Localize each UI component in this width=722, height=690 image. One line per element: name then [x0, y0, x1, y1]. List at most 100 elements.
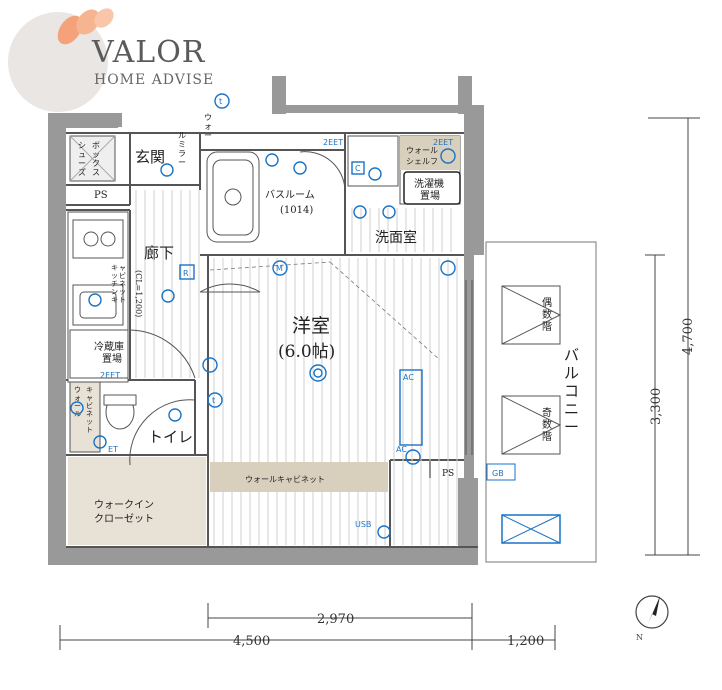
et-label: ET [108, 445, 118, 454]
light-icon [161, 289, 175, 303]
dim-width-total: 4,500 [233, 634, 270, 649]
balcony-char: ニ [564, 400, 579, 418]
wall-cabinet-area [210, 462, 388, 492]
logo-petal-icon [76, 9, 100, 35]
switch-icon [440, 260, 456, 276]
even-floor-char: 数 [542, 308, 552, 321]
light-icon [88, 293, 102, 307]
light-icon [382, 205, 396, 219]
kitchen-cabinet-char: ャ [119, 264, 126, 272]
ceiling-light-icon [309, 364, 327, 382]
wall-cabinet-char: ャ [86, 394, 93, 402]
logo-petal-icon [94, 8, 114, 28]
balcony-area [485, 241, 597, 563]
sink-basin-icon [79, 291, 117, 319]
wall-cabinet-char: キ [86, 386, 93, 394]
odd-floor-label: 奇数階 [542, 406, 552, 443]
gb-badge: GB [486, 463, 516, 481]
kitchen-cabinet-char: ト [119, 296, 126, 304]
switch-icon [70, 401, 84, 415]
hallway-label: 廊下 [144, 244, 174, 262]
odd-floor-hatch [501, 395, 562, 455]
vanity-icon [347, 135, 399, 187]
drain-icon [224, 188, 242, 206]
dim-width-balcony: 1,200 [507, 634, 544, 649]
intercom-label: t [212, 396, 215, 405]
fridge-area [69, 329, 129, 379]
wall-mirror-char: ル [178, 131, 186, 140]
dimension-lines [59, 117, 700, 650]
c-outlet-label: C [355, 164, 361, 173]
shoes-box-char: ク [92, 159, 100, 168]
wall-shelf [400, 136, 460, 170]
r-outlet-icon [179, 264, 195, 280]
c-outlet-icon [351, 161, 365, 175]
washer-label-2: 置場 [420, 189, 440, 202]
wall-cabinet-char: ォ [74, 394, 81, 402]
intercom-label: t [219, 97, 222, 106]
odd-floor-char: 奇 [542, 406, 552, 419]
toilet-tank-icon [103, 394, 137, 406]
outlet-2eet-label: 2EET [100, 371, 120, 380]
shoes-box-char: ー [78, 159, 86, 168]
bath-label-2: (1014) [280, 205, 313, 216]
kitchen-cabinet-char: ビ [119, 271, 126, 280]
dim-height-inner: 3,300 [649, 388, 664, 425]
wall-cabinet-char: ウ [74, 386, 81, 394]
shoes-box-char: ボ [92, 141, 100, 150]
outer-walls [48, 76, 484, 565]
shoes-box-char: ッ [92, 150, 100, 159]
wall-shelf-label-2: シェルフ [406, 157, 438, 166]
gb-label: GB [492, 469, 504, 478]
logo-subtitle: HOME ADVISE [94, 72, 214, 88]
western-room-label-2: (6.0帖) [278, 342, 335, 362]
door-swings [129, 151, 346, 466]
r-outlet-label: R [183, 269, 189, 278]
intercom-icon [214, 93, 230, 109]
toilet-label: トイレ [148, 428, 193, 446]
logo-circle [8, 12, 108, 112]
equipment-symbols: t t R M USB AC AC 2EET 2EET 2EET ET C [70, 93, 456, 539]
dim-height-total: 4,700 [681, 318, 696, 355]
washer-box [403, 171, 461, 205]
wall-cabinet-char: ネ [86, 410, 93, 418]
light-icon [293, 161, 307, 175]
wall-mirror-char: ウ [204, 113, 212, 122]
bathtub-icon [206, 151, 260, 243]
outdoor-unit-icon [501, 514, 561, 544]
intercom-icon [207, 392, 223, 408]
outlet-2eet-label: 2EET [433, 138, 453, 147]
balcony-char: バ [564, 346, 579, 364]
balcony-char: コ [564, 382, 579, 400]
light-icon [353, 205, 367, 219]
shoes-box-char: シ [78, 141, 86, 150]
switch-icon [405, 449, 421, 465]
switch-icon [93, 435, 107, 449]
m-outlet-label: M [276, 264, 283, 273]
burner-icon [100, 231, 116, 247]
kitchen-cabinet-char: キ [111, 264, 118, 272]
burner-icon [83, 231, 99, 247]
kitchen-cabinet-char: ッ [119, 288, 126, 296]
kitchen-cabinet-char: ン [111, 288, 118, 296]
shoes-box-diagonal [69, 135, 116, 182]
wall-cabinet-char: ー [74, 402, 81, 410]
western-room-label-1: 洋室 [292, 315, 330, 337]
m-outlet-icon [272, 260, 288, 276]
light-icon [168, 408, 182, 422]
odd-floor-char: 階 [542, 431, 552, 443]
balcony-char: ル [564, 364, 579, 382]
washer-label-1: 洗濯機 [414, 177, 444, 190]
shoes-box-char: ズ [78, 167, 86, 177]
hallway-note: (CL=1,200) [134, 270, 143, 317]
shoes-box-char: ス [92, 168, 100, 177]
wall-cabinet-char: ッ [86, 418, 93, 426]
even-floor-char: 偶 [542, 296, 552, 309]
genkan-label: 玄関 [135, 148, 165, 166]
toilet-cabinet [69, 381, 101, 453]
outlet-2eet-label: 2EET [323, 138, 343, 147]
balcony-char: ー [564, 418, 579, 436]
